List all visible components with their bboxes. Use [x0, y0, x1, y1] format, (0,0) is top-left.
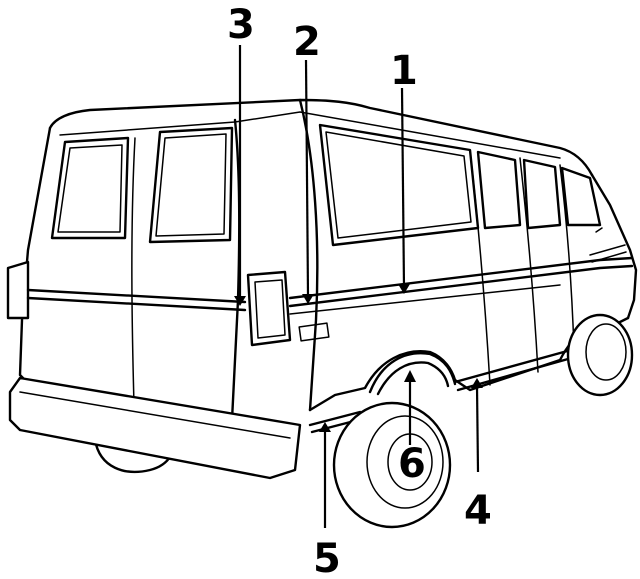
side-moldings [26, 256, 634, 434]
callout-1: 1 [390, 48, 418, 94]
front-wheel [566, 313, 634, 397]
callout-numbers: 3 2 1 6 4 5 [227, 2, 492, 579]
callout-2: 2 [293, 19, 321, 65]
rear-bumper [8, 376, 302, 480]
callout-6: 6 [398, 441, 426, 487]
callout-4: 4 [464, 488, 492, 534]
leader-lines [238, 45, 480, 528]
callout-5: 5 [313, 536, 341, 579]
wheel-flare [368, 352, 457, 396]
leader-arrows [234, 284, 483, 432]
callout-3: 3 [227, 2, 255, 48]
windows [50, 123, 602, 247]
rear-wheel [332, 401, 452, 529]
tail-light [6, 260, 330, 347]
